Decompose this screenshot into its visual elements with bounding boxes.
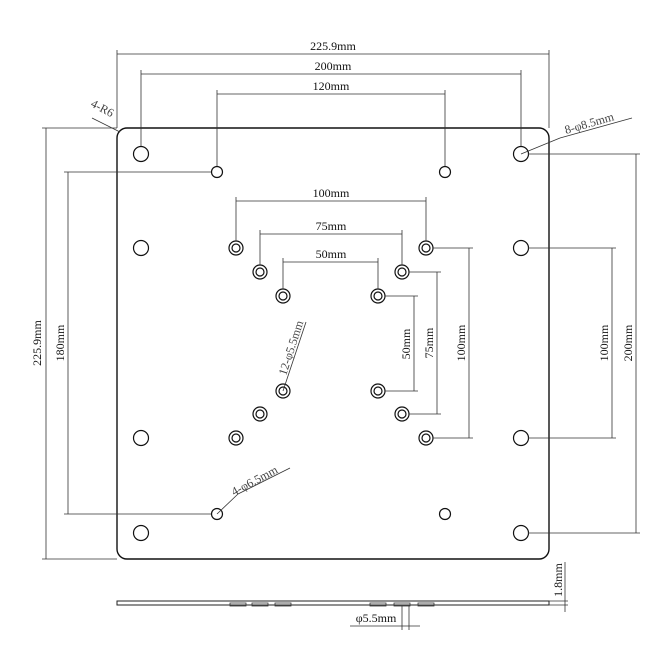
hole bbox=[394, 264, 410, 280]
top-dimensions: 225.9mm 200mm 120mm bbox=[116, 39, 550, 166]
hole bbox=[512, 524, 530, 542]
hole bbox=[512, 429, 530, 447]
hole bbox=[252, 264, 268, 280]
right-outer-dimensions: 100mm 200mm bbox=[528, 153, 640, 534]
dim-vert-75: 75mm bbox=[422, 327, 436, 358]
hole bbox=[132, 524, 150, 542]
callout-corner-radius: 4-R6 bbox=[89, 96, 121, 133]
hole bbox=[228, 430, 244, 446]
dim-width-overall: 225.9mm bbox=[310, 39, 356, 53]
hole bbox=[418, 240, 434, 256]
dim-vert-50: 50mm bbox=[399, 328, 413, 359]
dim-vert-100-right: 100mm bbox=[597, 324, 611, 361]
medium-holes bbox=[210, 165, 452, 521]
dim-vert-200: 200mm bbox=[621, 324, 635, 361]
hole bbox=[132, 239, 150, 257]
dim-thickness: 1.8mm bbox=[551, 563, 565, 597]
hole bbox=[275, 288, 291, 304]
side-plate bbox=[116, 600, 550, 606]
plate-outline bbox=[116, 127, 550, 560]
dim-inner-75: 75mm bbox=[316, 219, 347, 233]
hole bbox=[394, 406, 410, 422]
left-dimensions: 225.9mm 180mm bbox=[30, 127, 211, 560]
hole bbox=[210, 165, 224, 179]
callout-corner-radius-text: 4-R6 bbox=[89, 96, 117, 120]
hole bbox=[418, 430, 434, 446]
dim-width-200: 200mm bbox=[315, 59, 352, 73]
hole bbox=[370, 383, 386, 399]
dim-inner-100: 100mm bbox=[313, 186, 350, 200]
large-holes bbox=[132, 145, 530, 542]
dim-inner-50: 50mm bbox=[316, 247, 347, 261]
vesa-holes bbox=[228, 240, 434, 446]
dim-height-overall: 225.9mm bbox=[30, 320, 44, 366]
hole bbox=[132, 145, 150, 163]
callout-corner-holes-text: 8-φ8.5mm bbox=[563, 109, 616, 137]
hole bbox=[228, 240, 244, 256]
side-view: 1.8mm φ5.5mm bbox=[116, 562, 568, 630]
dim-width-120: 120mm bbox=[313, 79, 350, 93]
hole bbox=[512, 239, 530, 257]
hole bbox=[370, 288, 386, 304]
dim-vert-100-inner: 100mm bbox=[454, 324, 468, 361]
dim-height-180: 180mm bbox=[53, 324, 67, 361]
hole bbox=[438, 165, 452, 179]
hole bbox=[438, 507, 452, 521]
hole bbox=[132, 429, 150, 447]
right-inner-dimensions: 50mm 75mm 100mm bbox=[385, 247, 473, 439]
inner-dimensions: 100mm 75mm 50mm bbox=[235, 186, 427, 289]
dim-side-hole: φ5.5mm bbox=[356, 611, 397, 625]
hole bbox=[252, 406, 268, 422]
